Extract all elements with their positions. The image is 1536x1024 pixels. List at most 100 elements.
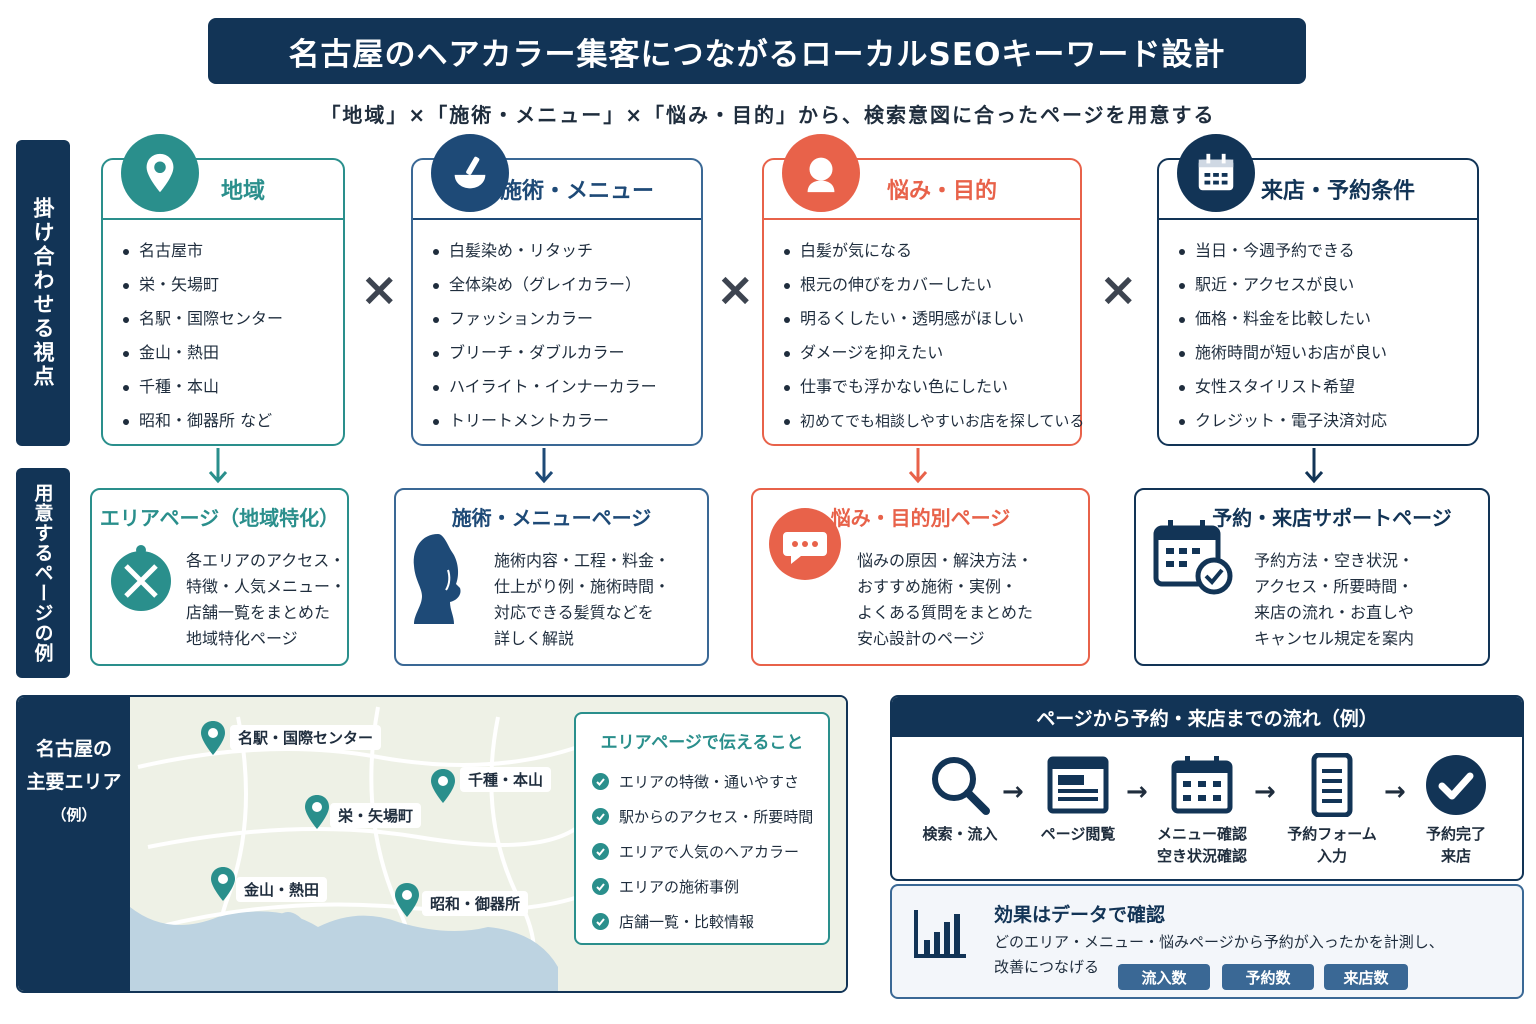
- location-pin-icon: [121, 134, 199, 212]
- page-card-menu: 施術・メニューページ 施術内容・工程・料金・ 仕上がり例・施術時間・ 対応できる…: [394, 488, 709, 666]
- list-item: エリアで人気のヘアカラー: [592, 834, 813, 869]
- map-pin-icon: [201, 721, 225, 755]
- page-card-line: 詳しく解説: [494, 629, 575, 648]
- page-card-line: おすすめ施術・実例・: [857, 577, 1018, 596]
- calendar-icon: [1177, 134, 1255, 212]
- flow-step-search: 検索・流入: [900, 753, 1020, 845]
- list-item: 明るくしたい・透明感がほしい: [784, 302, 1080, 336]
- pin-label: 名駅・国際センター: [230, 725, 382, 750]
- list-item: 価格・料金を比較したい: [1179, 302, 1477, 336]
- list-item: ダメージを抑えたい: [784, 336, 1080, 370]
- page-card-title: エリアページ（地域特化）: [99, 506, 340, 530]
- calendar-icon: [1171, 756, 1233, 814]
- bar-chart-icon: [914, 910, 966, 958]
- browser-icon: [1047, 756, 1109, 814]
- list-item: 仕事でも浮かない色にしたい: [784, 370, 1080, 404]
- times-symbol: ×: [1099, 262, 1138, 316]
- page-card-line: 店舗一覧をまとめた: [186, 603, 331, 622]
- metric-badge: 流入数: [1118, 964, 1210, 990]
- list-item: 当日・今週予約できる: [1179, 234, 1477, 268]
- list-item: 店舗一覧・比較情報: [592, 904, 813, 939]
- phone-form-icon: [1311, 753, 1353, 817]
- page-card-line: 施術内容・工程・料金・: [494, 551, 671, 570]
- card-menu: 施術・メニュー 白髪染め・リタッチ 全体染め（グレイカラー） ファッションカラー…: [411, 134, 703, 446]
- page-card-line: キャンセル規定を案内: [1254, 629, 1415, 648]
- worried-woman-icon: [782, 134, 860, 212]
- card-region: 地域 名古屋市 栄・矢場町 名駅・国際センター 金山・熱田 千種・本山 昭和・御…: [101, 134, 345, 446]
- check-icon: [592, 913, 609, 930]
- page-card-line: よくある質問をまとめた: [857, 603, 1034, 622]
- page-card-line: 仕上がり例・施術時間・: [494, 577, 671, 596]
- down-arrow-icon: [208, 448, 228, 484]
- check-icon: [592, 843, 609, 860]
- page-card-line: 来店の流れ・お直しや: [1254, 603, 1414, 622]
- list-item: 施術時間が短いお店が良い: [1179, 336, 1477, 370]
- flow-step-menu-check: メニュー確認空き状況確認: [1142, 753, 1262, 867]
- booking-flow: ページから予約・来店までの流れ（例） 検索・流入 → ページ閲覧 → メニュー確…: [890, 695, 1524, 881]
- card-menu-title: 施術・メニュー: [413, 160, 701, 220]
- compass-map-icon: [111, 545, 171, 611]
- list-item: 白髪染め・リタッチ: [433, 234, 701, 268]
- list-item: トリートメントカラー: [433, 404, 701, 438]
- metric-badge: 来店数: [1324, 964, 1408, 990]
- list-item: 駅近・アクセスが良い: [1179, 268, 1477, 302]
- map-title: 名古屋の 主要エリア （例）: [26, 738, 122, 824]
- list-item: 昭和・御器所 など: [123, 404, 343, 438]
- map-pin-icon: [305, 795, 329, 829]
- effect-measurement: 効果はデータで確認 どのエリア・メニュー・悩みページから予約が入ったかを計測し、…: [890, 884, 1524, 999]
- list-item: クレジット・電子決済対応: [1179, 404, 1477, 438]
- card-region-title: 地域: [103, 160, 343, 220]
- search-icon: [932, 757, 990, 815]
- pin-label: 金山・熱田: [236, 877, 328, 902]
- side-label-pages: 用意するページの例: [16, 468, 70, 678]
- page-card-line: 特徴・人気メニュー・: [186, 577, 347, 596]
- area-page-points-title: エリアページで伝えること: [600, 733, 804, 753]
- card-visit-title: 来店・予約条件: [1159, 160, 1477, 220]
- side-label-perspectives: 掛け合わせる視点: [16, 140, 70, 446]
- page-card-line: 対応できる髪質などを: [494, 603, 654, 622]
- list-item: 名駅・国際センター: [123, 302, 343, 336]
- pin-label: 栄・矢場町: [330, 803, 422, 828]
- map-pin-icon: [395, 883, 419, 917]
- page-card-line: 悩みの原因・解決方法・: [857, 551, 1034, 570]
- list-item: ハイライト・インナーカラー: [433, 370, 701, 404]
- times-symbol: ×: [360, 262, 399, 316]
- chat-bubble-icon: [769, 508, 841, 580]
- list-item: 千種・本山: [123, 370, 343, 404]
- page-card-line: 各エリアのアクセス・: [186, 551, 346, 570]
- flow-arrow: →: [1384, 777, 1406, 807]
- page-card-concern: 悩み・目的別ページ 悩みの原因・解決方法・ おすすめ施術・実例・ よくある質問を…: [751, 488, 1090, 666]
- down-arrow-icon: [1304, 448, 1324, 484]
- list-item: 栄・矢場町: [123, 268, 343, 302]
- calendar-check-icon: [1153, 520, 1233, 595]
- times-symbol: ×: [716, 262, 755, 316]
- page-card-area: エリアページ（地域特化） 各エリアのアクセス・ 特徴・人気メニュー・ 店舗一覧を…: [90, 488, 349, 666]
- page-card-line: 予約方法・空き状況・: [1254, 551, 1415, 570]
- subtitle: 「地域」×「施術・メニュー」×「悩み・目的」から、検索意図に合ったページを用意す…: [320, 103, 1216, 127]
- down-arrow-icon: [534, 448, 554, 484]
- card-visit: 来店・予約条件 当日・今週予約できる 駅近・アクセスが良い 価格・料金を比較した…: [1157, 134, 1479, 446]
- check-icon: [592, 808, 609, 825]
- list-item: エリアの特徴・通いやすさ: [592, 764, 813, 799]
- page-card-visit: 予約・来店サポートページ 予約方法・空き状況・ アクセス・所要時間・ 来店の流れ…: [1134, 488, 1490, 666]
- booking-flow-title: ページから予約・来店までの流れ（例）: [892, 697, 1522, 737]
- flow-step-browse: ページ閲覧: [1018, 753, 1138, 845]
- check-circle-icon: [1426, 755, 1486, 815]
- list-item: 名古屋市: [123, 234, 343, 268]
- woman-profile-icon: [413, 534, 461, 624]
- flow-step-form: 予約フォーム入力: [1272, 753, 1392, 867]
- list-item: 駅からのアクセス・所要時間: [592, 799, 813, 834]
- list-item: 女性スタイリスト希望: [1179, 370, 1477, 404]
- page-card-line: アクセス・所要時間・: [1254, 577, 1414, 596]
- pin-label: 千種・本山: [460, 767, 552, 792]
- map-pin-icon: [211, 867, 235, 901]
- flow-step-complete: 予約完了来店: [1396, 753, 1516, 867]
- map-pin-icon: [431, 769, 455, 803]
- list-item: ブリーチ・ダブルカラー: [433, 336, 701, 370]
- list-item: 全体染め（グレイカラー）: [433, 268, 701, 302]
- page-card-title: 施術・メニューページ: [451, 506, 652, 530]
- list-item: エリアの施術事例: [592, 869, 813, 904]
- area-page-points: エリアページで伝えること エリアの特徴・通いやすさ 駅からのアクセス・所要時間 …: [574, 712, 830, 945]
- effect-title: 効果はデータで確認: [994, 904, 1166, 926]
- metric-badge: 予約数: [1222, 964, 1314, 990]
